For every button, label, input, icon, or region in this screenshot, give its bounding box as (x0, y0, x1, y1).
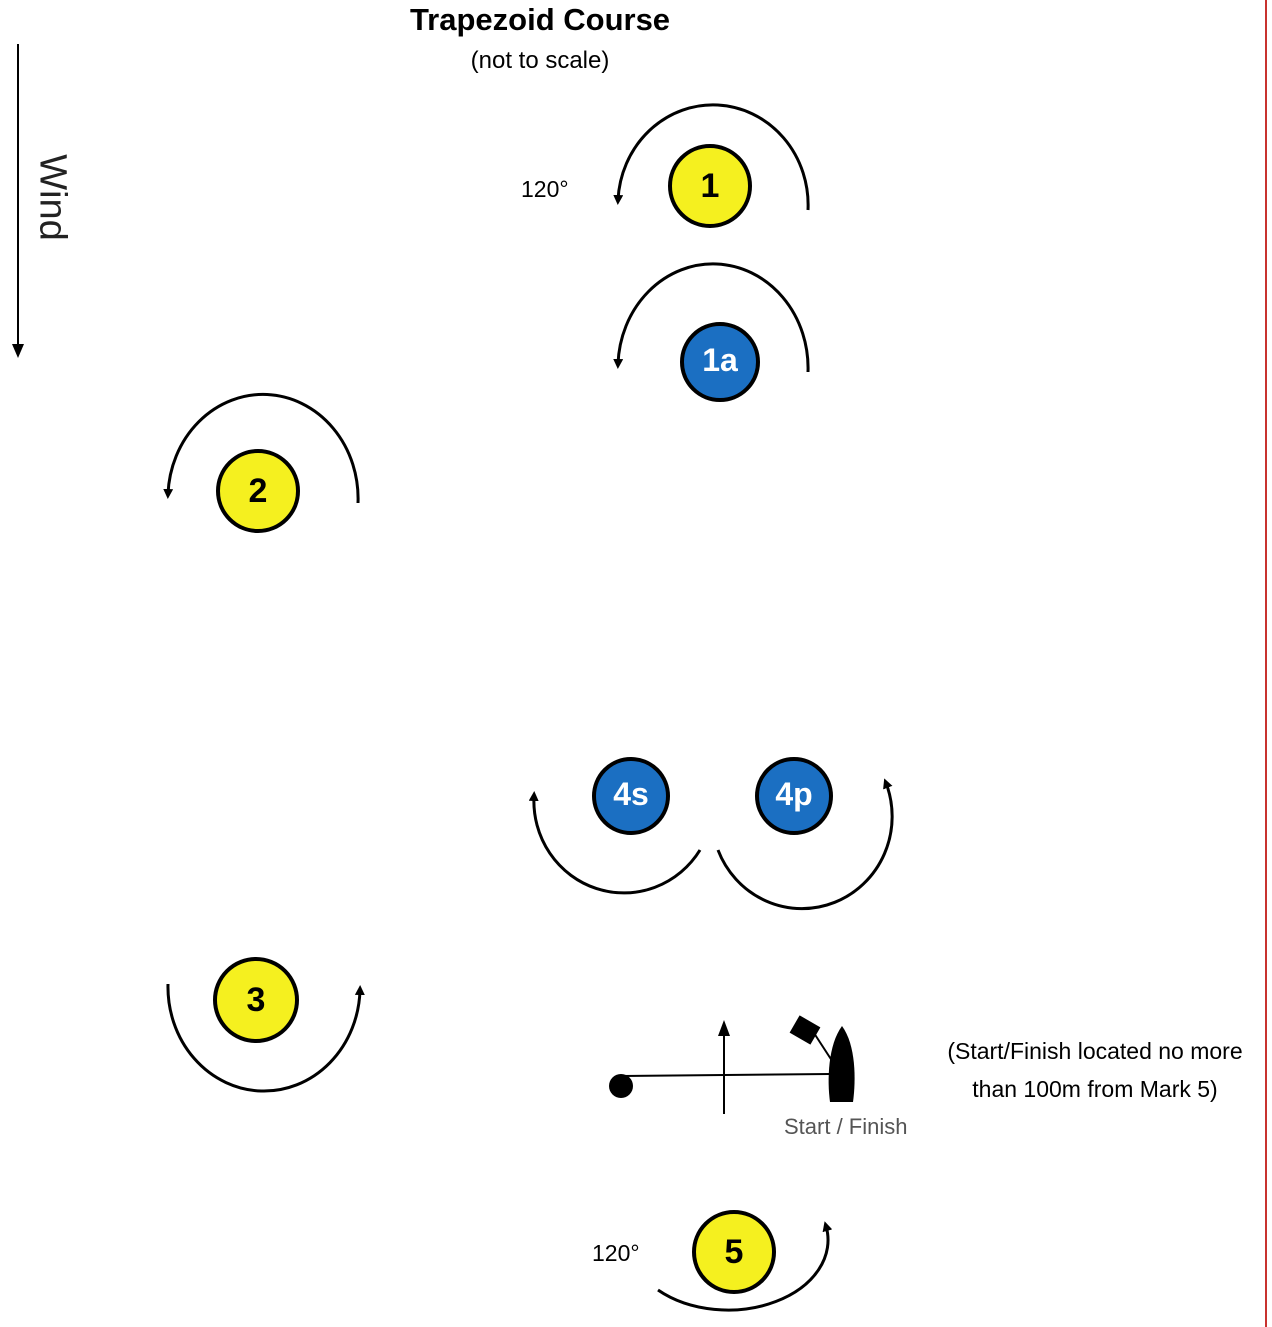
diagram-subtitle: (not to scale) (470, 47, 610, 74)
mark-2-label: 2 (249, 472, 268, 510)
mark-4s: 4s (592, 757, 670, 835)
rounding-arc-5 (657, 1221, 833, 1312)
mark-2: 2 (216, 449, 300, 533)
angle-label-bottom: 120° (592, 1240, 640, 1266)
mark-5: 5 (692, 1210, 776, 1294)
mark-1-label: 1 (701, 167, 720, 205)
rounding-arc-2 (163, 392, 360, 504)
mark-1a-label: 1a (702, 342, 738, 378)
diagram-title: Trapezoid Course (409, 2, 671, 37)
rounding-arc-1 (613, 103, 810, 211)
wind-arrow (12, 44, 24, 358)
start-finish-note-line2: than 100m from Mark 5) (972, 1076, 1218, 1102)
angle-label-top: 120° (521, 176, 569, 202)
mark-4p: 4p (755, 757, 833, 835)
start-finish-line (609, 1015, 855, 1114)
start-finish-label: Start / Finish (784, 1114, 908, 1139)
mark-4s-label: 4s (613, 776, 649, 812)
mark-1a: 1a (680, 322, 760, 402)
mark-4p-label: 4p (775, 776, 812, 812)
rounding-arc-4s (528, 791, 702, 895)
start-finish-note: (Start/Finish located no more than 100m … (930, 1032, 1260, 1108)
rounding-arc-4p (716, 778, 894, 911)
start-finish-note-line1: (Start/Finish located no more (947, 1038, 1243, 1064)
flag-icon (789, 1015, 821, 1045)
mark-1: 1 (668, 144, 752, 228)
committee-boat-icon (828, 1026, 855, 1102)
pin-end-buoy (609, 1074, 633, 1098)
start-direction-arrow (718, 1020, 730, 1036)
rounding-arc-1a (613, 262, 810, 373)
page-border (1265, 0, 1267, 1327)
mark-3-label: 3 (247, 981, 266, 1019)
mark-3: 3 (213, 957, 299, 1043)
mark-5-label: 5 (725, 1233, 744, 1271)
rounding-arc-3 (166, 983, 365, 1093)
